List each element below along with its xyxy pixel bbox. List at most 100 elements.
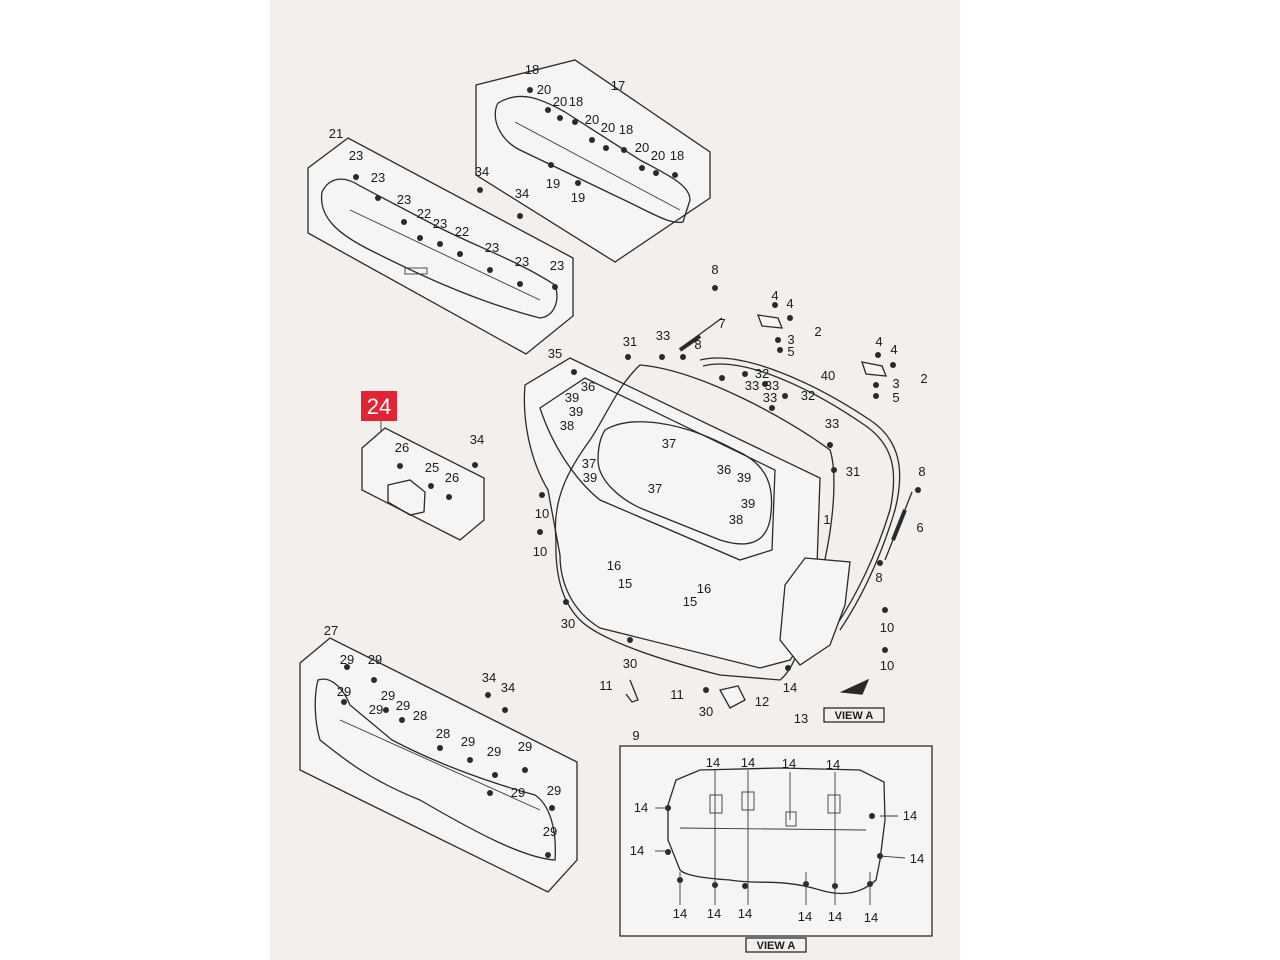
label-21: 21 xyxy=(329,126,343,141)
label-28b: 28 xyxy=(436,726,450,741)
label-14m: 14 xyxy=(828,909,842,924)
label-8b: 8 xyxy=(694,337,701,352)
lower-trim-group-27 xyxy=(299,637,578,893)
label-14j: 14 xyxy=(707,906,721,921)
label-20f: 20 xyxy=(651,148,665,163)
label-13: 13 xyxy=(794,711,808,726)
label-38a: 38 xyxy=(560,418,574,433)
label-16a: 16 xyxy=(607,558,621,573)
view-a-badge xyxy=(823,707,885,723)
rear-glass-panel xyxy=(539,377,776,561)
group-box-27 xyxy=(299,637,578,893)
label-22b: 22 xyxy=(455,224,469,239)
label-2a: 2 xyxy=(814,324,821,339)
label-39e: 39 xyxy=(741,496,755,511)
spoiler-group-17 xyxy=(475,59,711,263)
label-29i: 29 xyxy=(518,739,532,754)
tailgate-assembly xyxy=(523,314,913,709)
label-36b: 36 xyxy=(717,462,731,477)
label-39a: 39 xyxy=(565,390,579,405)
glass-opening xyxy=(597,421,773,545)
tailgate-panel-1 xyxy=(554,364,835,681)
label-5a: 5 xyxy=(787,344,794,359)
label-19a: 19 xyxy=(546,176,560,191)
label-18c: 18 xyxy=(619,122,633,137)
label-15a: 15 xyxy=(618,576,632,591)
label-39b: 39 xyxy=(569,404,583,419)
label-37c: 37 xyxy=(648,481,662,496)
trim-slot xyxy=(404,267,428,275)
label-20d: 20 xyxy=(601,120,615,135)
label-14g: 14 xyxy=(630,843,644,858)
view-a-leaders xyxy=(655,770,906,905)
highlight-badge-24 xyxy=(361,391,397,421)
label-20e: 20 xyxy=(635,140,649,155)
label-8d: 8 xyxy=(875,570,882,585)
label-12: 12 xyxy=(755,694,769,709)
label-10d: 10 xyxy=(533,544,547,559)
weatherstrip-40 xyxy=(699,357,901,631)
label-33c: 33 xyxy=(765,378,779,393)
group-box-24 xyxy=(361,427,485,541)
inner-trim-part-13 xyxy=(667,767,886,895)
label-23d: 23 xyxy=(433,216,447,231)
spoiler-trim-part xyxy=(320,178,558,319)
label-36a: 36 xyxy=(581,379,595,394)
latch-9 xyxy=(625,679,639,703)
bracket-part-24 xyxy=(387,479,426,516)
group-24: 24 xyxy=(361,391,485,541)
view-arrow xyxy=(839,678,870,695)
label-38b: 38 xyxy=(729,512,743,527)
label-32b: 32 xyxy=(801,388,815,403)
label-11b: 11 xyxy=(670,687,684,702)
label-29d: 29 xyxy=(381,688,395,703)
label-29l: 29 xyxy=(543,824,557,839)
label-14h: 14 xyxy=(910,851,924,866)
view-a-caption-badge xyxy=(745,937,807,953)
label-23e: 23 xyxy=(485,240,499,255)
label-23a: 23 xyxy=(349,148,363,163)
label-2b: 2 xyxy=(920,371,927,386)
label-14c: 14 xyxy=(782,756,796,771)
label-30c: 30 xyxy=(699,704,713,719)
label-10c: 10 xyxy=(535,506,549,521)
label-39c: 39 xyxy=(583,470,597,485)
label-8a: 8 xyxy=(711,262,718,277)
lower-trim-edge xyxy=(339,719,541,811)
label-14a: 14 xyxy=(706,755,720,770)
label-3a: 3 xyxy=(787,332,794,347)
label-26b: 26 xyxy=(445,470,459,485)
label-4c: 4 xyxy=(875,334,882,349)
label-39d: 39 xyxy=(737,470,751,485)
label-18d: 18 xyxy=(670,148,684,163)
label-6: 6 xyxy=(916,520,923,535)
view-a-label: VIEW A xyxy=(835,710,874,722)
label-20a: 20 xyxy=(537,82,551,97)
label-33b: 33 xyxy=(745,378,759,393)
lock-housing xyxy=(779,557,851,666)
label-3b: 3 xyxy=(892,376,899,391)
label-23c: 23 xyxy=(397,192,411,207)
label-14k: 14 xyxy=(738,906,752,921)
gas-strut-6-body xyxy=(891,509,907,541)
label-28a: 28 xyxy=(413,708,427,723)
label-14e: 14 xyxy=(634,800,648,815)
label-26a: 26 xyxy=(395,440,409,455)
label-4d: 4 xyxy=(890,342,897,357)
label-16b: 16 xyxy=(697,581,711,596)
view-a-frame xyxy=(619,745,933,937)
spoiler-edge-line xyxy=(514,121,681,211)
label-11a: 11 xyxy=(599,678,613,693)
label-20b: 20 xyxy=(553,94,567,109)
label-30b: 30 xyxy=(623,656,637,671)
label-23b: 23 xyxy=(371,170,385,185)
label-10b: 10 xyxy=(880,658,894,673)
group-box-17 xyxy=(475,59,711,263)
label-15b: 15 xyxy=(683,594,697,609)
label-22a: 22 xyxy=(417,206,431,221)
label-29k: 29 xyxy=(547,783,561,798)
clip-slot-3 xyxy=(785,811,797,827)
label-31a: 31 xyxy=(623,334,637,349)
upper-spoiler-part xyxy=(494,95,691,224)
